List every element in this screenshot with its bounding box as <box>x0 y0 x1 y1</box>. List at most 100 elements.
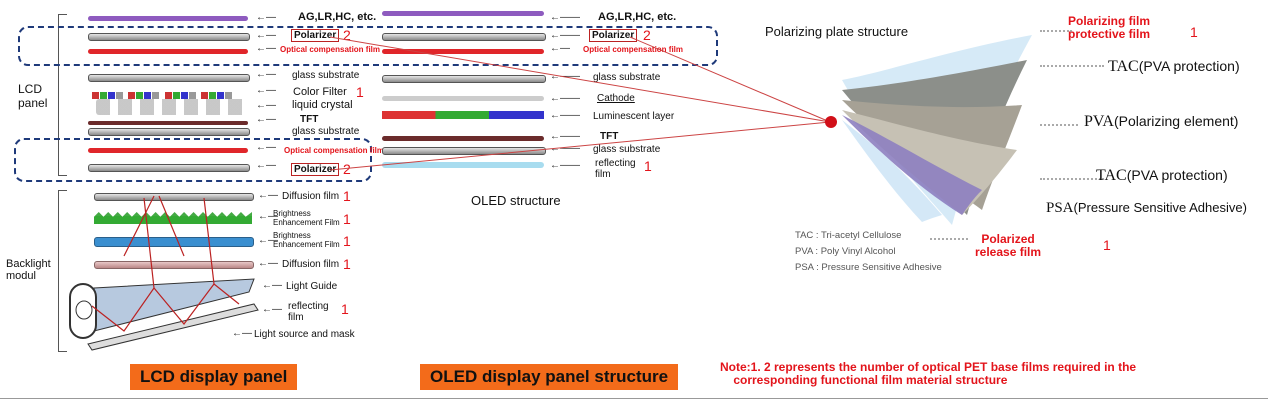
oled-reflecting-layer <box>382 162 544 168</box>
lcd-polarizer-bottom-num: 2 <box>343 161 351 177</box>
oled-cathode-layer <box>382 96 544 101</box>
light-source-label: Light source and mask <box>254 329 355 340</box>
light-ray <box>158 195 185 257</box>
pva-abbr: PVA <box>1084 113 1114 130</box>
oled-tft-layer <box>382 136 544 141</box>
diffusion2-layer <box>94 261 254 269</box>
oled-ocf-label: Optical compensation film <box>583 45 684 54</box>
lcd-panel-bracket <box>58 14 67 176</box>
lcd-tft-arrow: ←— <box>256 114 276 125</box>
oled-reflecting-num: 1 <box>644 158 652 174</box>
lcd-ocf-top-layer <box>88 49 248 54</box>
protective-dots <box>1040 30 1072 32</box>
oled-reflecting-arrow: ←—— <box>550 160 580 171</box>
connector-node <box>825 116 837 128</box>
lcd-color-filter-num: 1 <box>356 84 364 100</box>
lcd-liquid-crystal-label: liquid crystal <box>292 99 353 111</box>
tac1-dots <box>1040 65 1104 67</box>
release-dots <box>930 238 968 240</box>
bef2-layer <box>94 237 254 247</box>
pva-dots <box>1040 124 1078 126</box>
lcd-tft-layer <box>88 121 248 125</box>
oled-reflecting-label: reflecting film <box>595 158 636 180</box>
backlight-label: Backlight modul <box>6 258 51 282</box>
lcd-color-filter-arrow: ←— <box>256 85 276 96</box>
lcd-color-filter-layer <box>92 86 252 104</box>
psa-label: PSA(Pressure Sensitive Adhesive) <box>1046 200 1247 217</box>
lcd-panel-label: LCD panel <box>18 82 48 110</box>
oled-ag-arrow: ←—— <box>550 12 580 23</box>
tac1-label: TAC(PVA protection) <box>1108 58 1240 76</box>
light-guide-diagram <box>69 195 259 351</box>
oled-polarizer-label: Polarizer <box>589 29 638 42</box>
diffusion1-arrow: ←— <box>258 190 278 201</box>
oled-polarizer-layer <box>382 33 546 41</box>
tac2-abbr: TAC <box>1096 167 1127 184</box>
oled-glass1-label: glass substrate <box>593 72 661 83</box>
pva-text: (Polarizing element) <box>1113 113 1239 129</box>
note-text: Note:1. 2 represents the number of optic… <box>720 360 1137 387</box>
lcd-glass1-layer <box>88 74 250 82</box>
tac1-text: (PVA protection) <box>1138 58 1240 74</box>
polarizing-legend: TAC : Tri-acetyl Cellulose PVA : Poly Vi… <box>795 228 942 276</box>
reflecting-num: 1 <box>341 301 349 317</box>
oled-ocf-arrow: ←— <box>550 43 570 54</box>
protective-num: 1 <box>1190 24 1198 40</box>
oled-glass2-label: glass substrate <box>593 144 661 155</box>
lcd-polarizer-top-layer <box>88 33 250 41</box>
light-ray <box>123 195 155 257</box>
oled-cathode-arrow: ←—— <box>550 93 580 104</box>
legend-tac: TAC : Tri-acetyl Cellulose <box>795 230 902 241</box>
lcd-ocf-bottom-label: Optical compensation film <box>284 146 385 155</box>
release-num: 1 <box>1103 237 1111 253</box>
diffusion1-label: Diffusion film <box>282 191 340 202</box>
lcd-dash-bottom <box>14 138 372 182</box>
oled-ag-layer <box>382 11 544 16</box>
diffusion1-num: 1 <box>343 188 351 204</box>
backlight-bracket <box>58 190 67 352</box>
diffusion2-arrow: ←— <box>258 258 278 269</box>
tac2-dots <box>1040 178 1104 180</box>
lcd-ocf-bottom-layer <box>88 148 248 153</box>
oled-polarizer-arrow: ←—— <box>550 30 580 41</box>
oled-tft-arrow: ←—— <box>550 131 580 142</box>
oled-ocf-layer <box>382 49 544 54</box>
lcd-ag-label: AG,LR,HC, etc. <box>298 11 377 23</box>
lcd-ag-arrow: ←— <box>256 12 276 23</box>
lcd-glass1-label: glass substrate <box>292 70 360 81</box>
oled-luminescent-layer <box>382 111 544 119</box>
lcd-ocf-top-label: Optical compensation film <box>280 45 381 54</box>
diffusion1-layer <box>94 193 254 201</box>
lcd-glass2-layer <box>88 128 250 136</box>
oled-polarizer-num: 2 <box>643 27 651 43</box>
diffusion2-label: Diffusion film <box>282 259 340 270</box>
connector-line <box>329 121 831 171</box>
tac2-label: TAC(PVA protection) <box>1096 167 1228 185</box>
lcd-polarizer-top-arrow: ←— <box>256 30 276 41</box>
diffusion2-num: 1 <box>343 256 351 272</box>
bef2-label: Brightness Enhancement Film <box>273 231 340 249</box>
light-ray <box>91 283 240 332</box>
lcd-banner: LCD display panel <box>130 364 298 390</box>
oled-glass1-layer <box>382 75 546 83</box>
lcd-polarizer-bottom-layer <box>88 164 250 172</box>
light-source-lamp <box>75 300 93 320</box>
light-ray <box>203 197 215 285</box>
bef1-label: Brightness Enhancement Film <box>273 209 340 227</box>
lcd-polarizer-top-num: 2 <box>343 27 351 43</box>
legend-pva: PVA : Poly Vinyl Alcohol <box>795 246 896 257</box>
polarizing-title: Polarizing plate structure <box>765 24 909 39</box>
lcd-ocf-top-arrow: ←— <box>256 43 276 54</box>
oled-cathode-label: Cathode <box>597 93 635 104</box>
connector-line <box>629 36 831 123</box>
lcd-ag-layer <box>88 16 248 21</box>
lcd-liquid-crystal-layer <box>96 99 246 115</box>
bef2-num: 1 <box>343 233 351 249</box>
reflecting-film-shape <box>87 303 259 351</box>
release-film-sheet <box>842 120 942 222</box>
lcd-liquid-crystal-arrow: ←— <box>256 100 276 111</box>
light-guide-arrow: ←— <box>262 280 282 291</box>
oled-ag-label: AG,LR,HC, etc. <box>598 11 677 23</box>
oled-tft-label: TFT <box>600 131 619 142</box>
